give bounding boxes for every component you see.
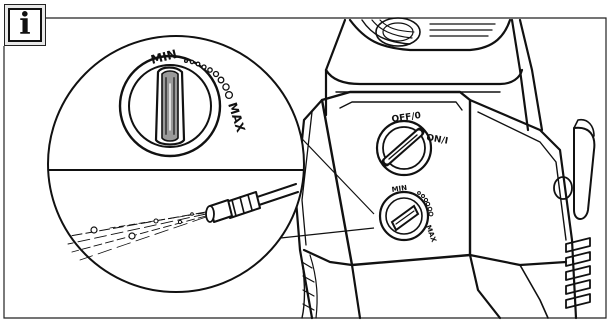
zoomed-pressure-knob (120, 56, 220, 156)
info-icon: i (8, 8, 42, 42)
switch-off-label: OFF/0 (391, 111, 422, 125)
info-glyph: i (19, 10, 30, 40)
machine-dial-max-label: MAX (424, 224, 438, 244)
power-switch (377, 121, 431, 175)
pressure-washer-body (296, 18, 594, 318)
hose-hook (574, 128, 594, 219)
pressure-dial-on-machine (380, 192, 433, 240)
vent-slots (566, 238, 590, 308)
frame-left-rail (326, 20, 345, 115)
hose-reel (350, 18, 510, 50)
info-badge: i (4, 4, 46, 46)
